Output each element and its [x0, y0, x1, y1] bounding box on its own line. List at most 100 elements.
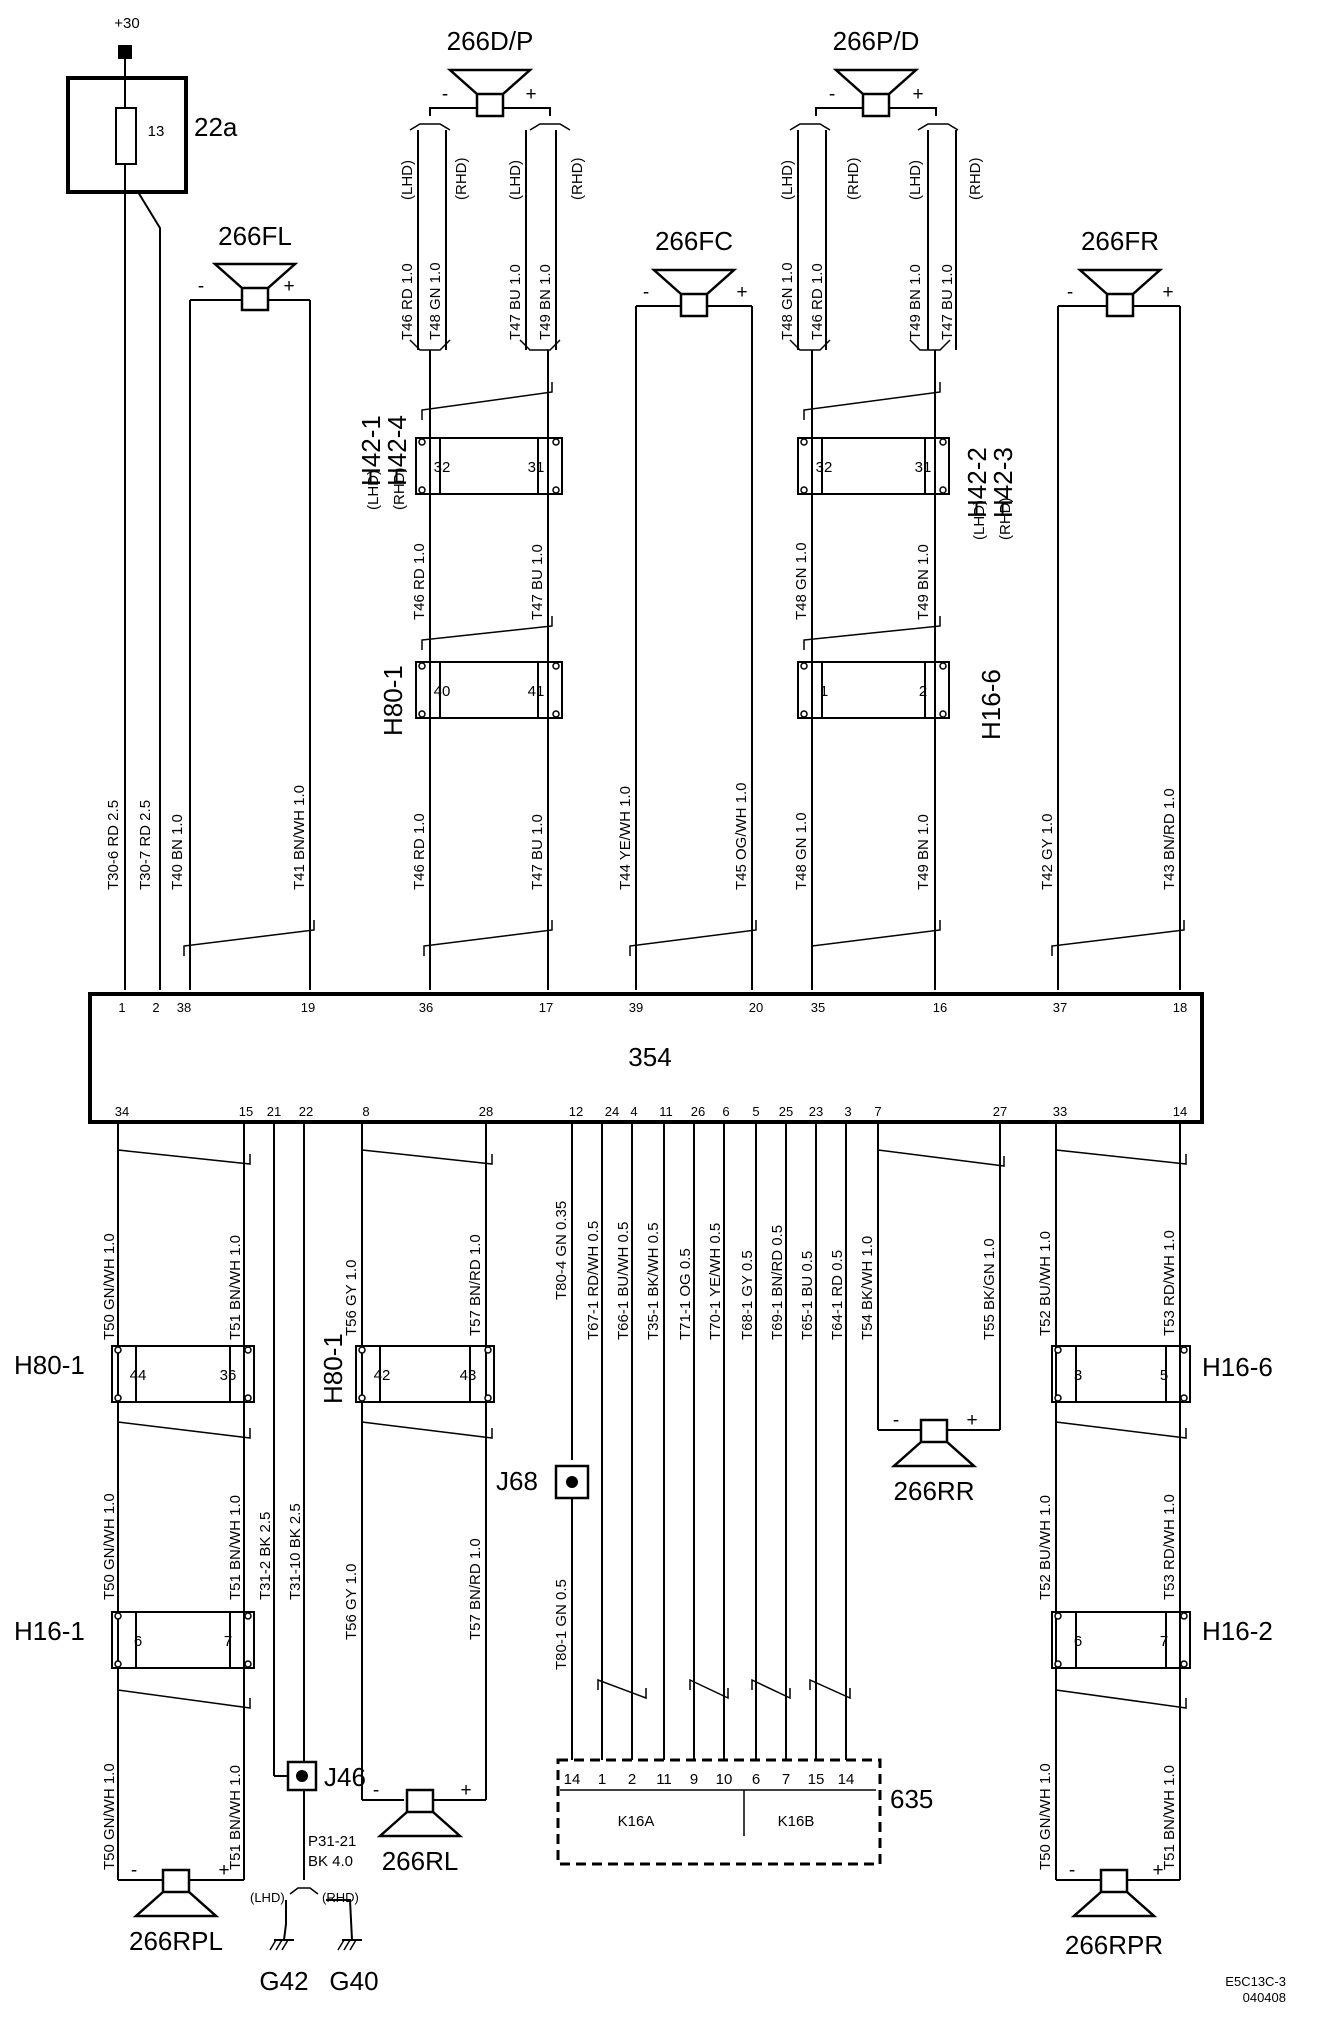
drive-type: (LHD): [779, 160, 796, 200]
connector-label: H42-1: [356, 415, 386, 486]
diagram-code: E5C13C-3: [1225, 1974, 1286, 1989]
connector-h80-lower-mid: [355, 1345, 495, 1403]
connector-label: H42-4: [382, 415, 412, 486]
wire-spec: T80-1 GN 0.5: [553, 1579, 570, 1670]
amp-group-label: K16A: [618, 1813, 655, 1830]
twisted-pair-marker: [877, 1149, 1005, 1167]
twisted-pair-marker: [117, 1149, 251, 1165]
wire-spec: T57 BN/RD 1.0: [467, 1234, 484, 1336]
connector-h16-1: [111, 1611, 255, 1669]
polarity-minus: -: [893, 1410, 899, 1431]
wire-spec: T49 BN 1.0: [537, 264, 554, 340]
connector-label: G42: [259, 1966, 308, 1996]
connector-h42-right: [797, 437, 950, 495]
wire: [504, 107, 551, 116]
twisted-pair-marker: [1055, 1689, 1187, 1709]
wire: [283, 1900, 287, 1941]
amp-pin: 2: [628, 1771, 636, 1788]
wire: [815, 107, 862, 116]
ecu-354: [88, 992, 1204, 1124]
ecu-pin: 19: [301, 1000, 315, 1015]
ecu-pin: 38: [177, 1000, 191, 1015]
wire-spec: T46 RD 1.0: [411, 813, 428, 890]
twisted-pair-marker: [423, 920, 553, 956]
polarity-minus: -: [1067, 282, 1073, 303]
twisted-pair-marker: [811, 920, 941, 956]
connector-label: 635: [890, 1784, 933, 1814]
polarity-plus: +: [912, 84, 923, 105]
wire-spec: T48 GN 1.0: [779, 262, 796, 340]
connector-pin: 42: [374, 1367, 391, 1384]
wire-spec: T48 GN 1.0: [793, 812, 810, 890]
polarity-minus: -: [829, 84, 835, 105]
twisted-pair-marker: [803, 382, 941, 420]
wire-spec: T46 RD 1.0: [411, 543, 428, 620]
polarity-plus: +: [283, 276, 294, 297]
connector-pin: 31: [915, 459, 932, 476]
ground-icon: [269, 1939, 294, 1951]
fuse-number: 13: [148, 123, 165, 140]
speaker-name: 266RPR: [1065, 1930, 1163, 1960]
amp-group-label: K16B: [778, 1813, 815, 1830]
polarity-minus: -: [1069, 1860, 1075, 1881]
wire-spec: T49 BN 1.0: [915, 544, 932, 620]
amp-pin: 1: [598, 1771, 606, 1788]
drive-type: (RHD): [391, 468, 408, 511]
wire-spec: T42 GY 1.0: [1039, 814, 1056, 890]
connector-pin: 5: [1160, 1367, 1168, 1384]
supply-label: +30: [114, 15, 139, 32]
wire: [429, 107, 476, 116]
twisted-pair-marker: [629, 920, 757, 956]
wire: [519, 339, 561, 351]
twisted-pair-marker: [751, 1678, 791, 1700]
fuse-box: [66, 76, 188, 194]
wire-spec: T51 BN/WH 1.0: [227, 1765, 244, 1870]
wire: [409, 123, 451, 131]
wire-spec: T68-1 GY 0.5: [739, 1250, 756, 1340]
drive-type: (LHD): [399, 160, 416, 200]
connector-label: H16-1: [14, 1616, 85, 1646]
wire-spec: T53 RD/WH 1.0: [1161, 1494, 1178, 1600]
connector-pin: 6: [1074, 1633, 1082, 1650]
twisted-pair-marker: [597, 1678, 647, 1700]
wire-spec: T70-1 YE/WH 0.5: [707, 1223, 724, 1340]
connector-h80-upper: [415, 661, 563, 719]
drive-type: (RHD): [845, 158, 862, 201]
twisted-pair-marker: [361, 1421, 493, 1439]
ecu-pin: 20: [749, 1000, 763, 1015]
connector-pin: 2: [919, 683, 927, 700]
wire: [890, 107, 937, 116]
wire-spec: T31-10 BK 2.5: [287, 1503, 304, 1600]
ecu-pin: 39: [629, 1000, 643, 1015]
wire-spec: T46 RD 1.0: [399, 263, 416, 340]
connector-pin: 1: [820, 683, 828, 700]
amp-pin: 15: [808, 1771, 825, 1788]
connector-pin: 43: [460, 1367, 477, 1384]
speaker-icon: [1070, 1868, 1158, 1918]
wire-spec: T56 GY 1.0: [343, 1260, 360, 1336]
ecu-pin: 14: [1173, 1104, 1187, 1119]
connector-label: J68: [496, 1466, 538, 1496]
connector-h16-6-lower: [1051, 1345, 1191, 1403]
wire-spec: T64-1 RD 0.5: [829, 1250, 846, 1340]
wire-spec: T46 RD 1.0: [809, 263, 826, 340]
wire-spec: T30-7 RD 2.5: [137, 800, 154, 890]
wire-spec: T54 BK/WH 1.0: [859, 1236, 876, 1340]
ecu-pin: 4: [630, 1104, 637, 1119]
ecu-pin: 24: [605, 1104, 619, 1119]
wire-spec: T45 OG/WH 1.0: [733, 782, 750, 890]
ecu-pin: 6: [722, 1104, 729, 1119]
speaker-icon: [132, 1868, 220, 1918]
twisted-pair-marker: [421, 616, 553, 650]
drive-type: (RHD): [322, 1890, 359, 1905]
connector-label: H80-1: [318, 1333, 348, 1404]
ecu-pin: 7: [874, 1104, 881, 1119]
connector-label: H80-1: [14, 1350, 85, 1380]
drive-type: (RHD): [997, 498, 1014, 541]
speaker-name: 266RL: [382, 1846, 459, 1876]
polarity-plus: +: [460, 1780, 471, 1801]
wire-spec: T43 BN/RD 1.0: [1161, 788, 1178, 890]
ecu-pin: 22: [299, 1104, 313, 1119]
wire-spec: T49 BN 1.0: [915, 814, 932, 890]
wire-spec: T69-1 BN/RD 0.5: [769, 1225, 786, 1340]
